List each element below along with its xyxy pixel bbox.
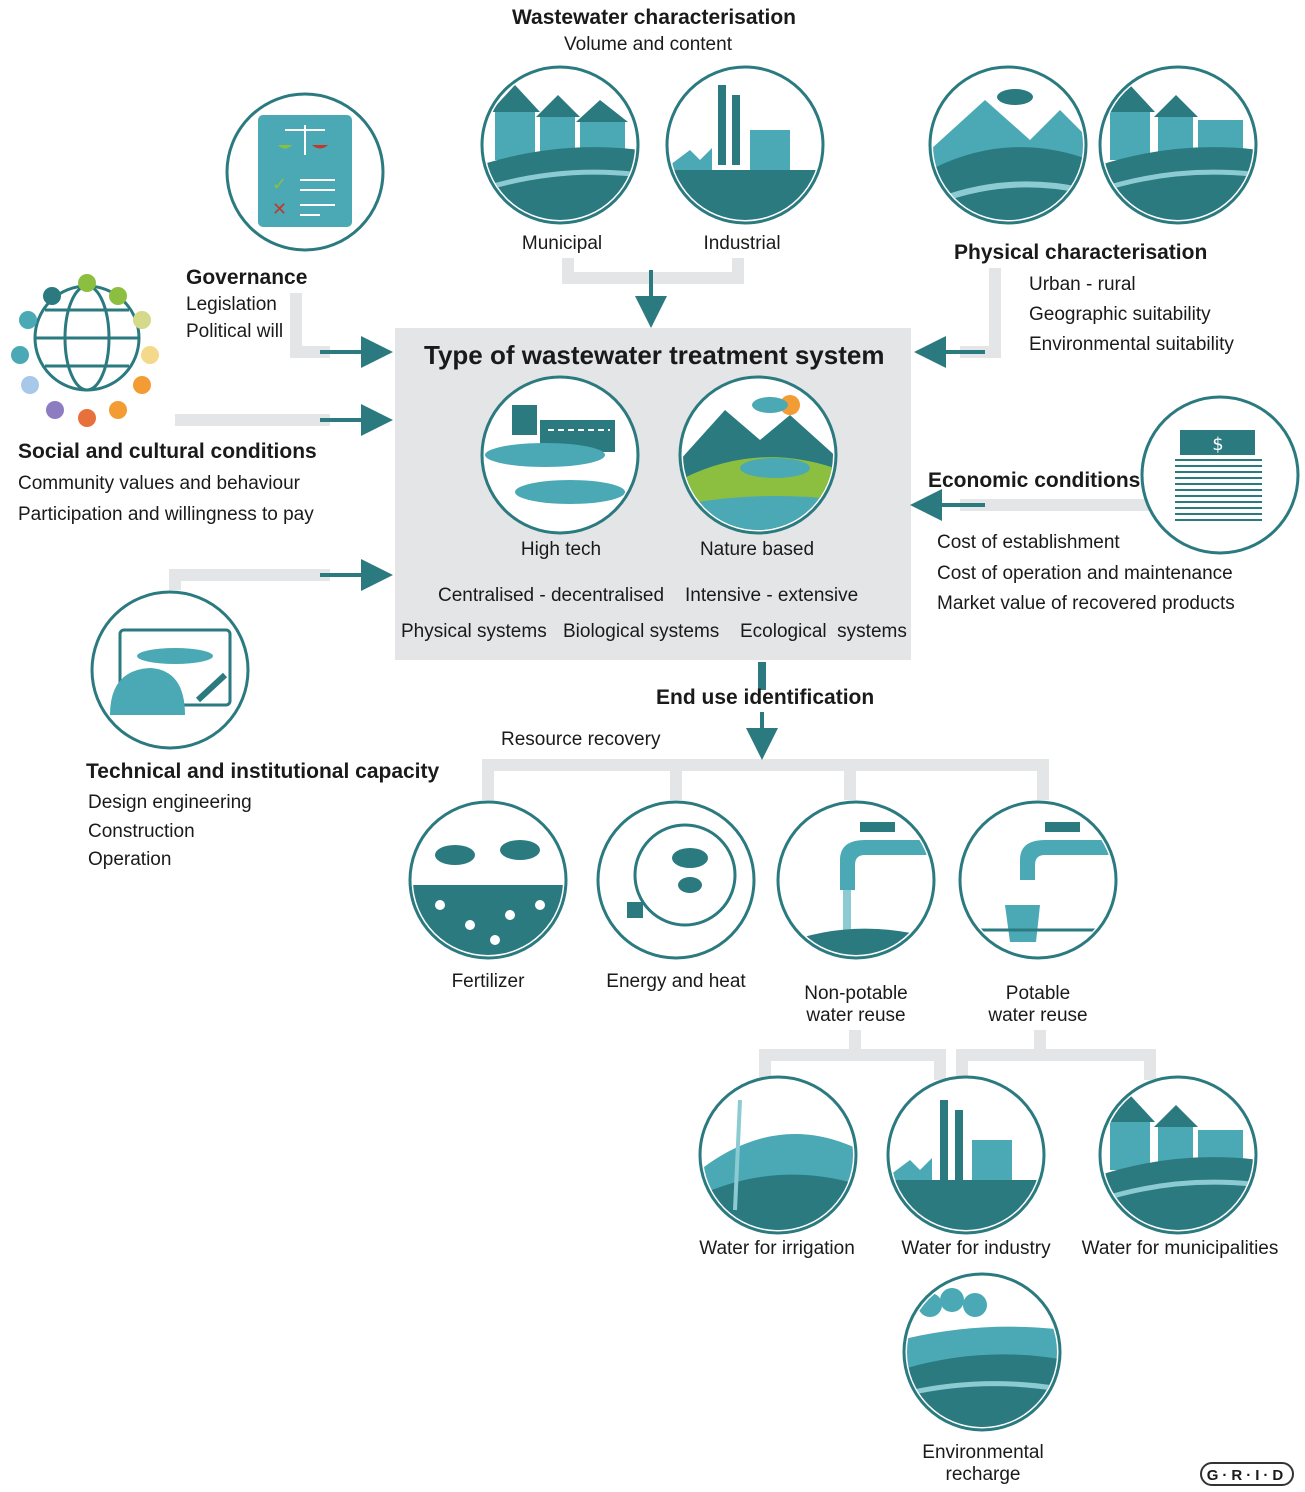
physical-item: Environmental suitability bbox=[1029, 334, 1234, 355]
recharge-circle bbox=[902, 1272, 1062, 1432]
potable-circle bbox=[958, 800, 1118, 960]
center-title: Type of wastewater treatment system bbox=[424, 340, 885, 370]
grid-logo: G·R·I·D bbox=[1200, 1462, 1294, 1486]
social-item: Participation and willingness to pay bbox=[18, 504, 314, 525]
municipal-label: Municipal bbox=[521, 233, 603, 254]
resource-recovery-label: Resource recovery bbox=[501, 729, 661, 750]
physical-item: Geographic suitability bbox=[1029, 304, 1211, 325]
globe-icon bbox=[11, 274, 159, 427]
svg-text:✕: ✕ bbox=[272, 199, 287, 220]
energy-circle bbox=[596, 800, 756, 960]
governance-title: Governance bbox=[186, 266, 308, 289]
biological-systems-label: Biological systems bbox=[563, 621, 720, 642]
ecological-systems-label: Ecological systems bbox=[740, 621, 907, 642]
industrial-label: Industrial bbox=[703, 233, 781, 254]
recharge-label: Environmental recharge bbox=[922, 1442, 1044, 1485]
fertilizer-label: Fertilizer bbox=[451, 971, 525, 992]
wastewater-subtitle: Volume and content bbox=[564, 34, 732, 55]
money-stack-icon: $ bbox=[1140, 395, 1300, 555]
wastewater-title: Wastewater characterisation bbox=[511, 6, 797, 29]
center-box bbox=[395, 328, 911, 660]
municipalities-circle bbox=[1098, 1075, 1258, 1235]
industry-label: Water for industry bbox=[901, 1238, 1051, 1259]
economic-item: Cost of establishment bbox=[937, 532, 1120, 553]
governance-circle: ✓ ✕ bbox=[225, 92, 385, 252]
municipalities-label: Water for municipalities bbox=[1081, 1238, 1279, 1259]
social-title: Social and cultural conditions bbox=[18, 440, 317, 463]
end-use-title: End use identification bbox=[656, 686, 875, 709]
non-potable-circle bbox=[776, 800, 936, 960]
irrigation-circle bbox=[698, 1075, 858, 1235]
technical-title: Technical and institutional capacity bbox=[86, 760, 440, 783]
social-item: Community values and behaviour bbox=[18, 473, 300, 494]
non-potable-label: Non-potable water reuse bbox=[804, 983, 908, 1026]
engineering-circle bbox=[90, 590, 250, 750]
governance-item: Legislation bbox=[186, 294, 277, 315]
high-tech-circle bbox=[480, 375, 640, 535]
potable-label: Potable water reuse bbox=[988, 983, 1088, 1026]
high-tech-label: High tech bbox=[520, 539, 602, 560]
urban-circle bbox=[1098, 65, 1258, 225]
physical-title: Physical characterisation bbox=[954, 241, 1208, 264]
physical-item: Urban - rural bbox=[1029, 274, 1136, 295]
svg-text:✓: ✓ bbox=[272, 174, 287, 195]
physical-systems-label: Physical systems bbox=[401, 621, 547, 642]
economic-item: Cost of operation and maintenance bbox=[937, 563, 1233, 584]
technical-item: Construction bbox=[88, 821, 195, 842]
economic-item: Market value of recovered products bbox=[937, 593, 1235, 614]
economic-title: Economic conditions bbox=[928, 469, 1141, 492]
fertilizer-circle bbox=[408, 800, 568, 960]
technical-item: Design engineering bbox=[88, 792, 252, 813]
centralised-label: Centralised - decentralised bbox=[438, 585, 665, 606]
landscape-circle bbox=[928, 65, 1088, 225]
energy-label: Energy and heat bbox=[606, 971, 746, 992]
governance-item: Political will bbox=[186, 321, 284, 342]
irrigation-label: Water for irrigation bbox=[699, 1238, 855, 1259]
municipal-circle bbox=[480, 65, 640, 225]
industrial-circle bbox=[665, 65, 825, 225]
industry-circle bbox=[886, 1075, 1046, 1235]
technical-item: Operation bbox=[88, 849, 172, 870]
nature-based-label: Nature based bbox=[699, 539, 815, 560]
intensive-label: Intensive - extensive bbox=[685, 585, 859, 606]
connectors bbox=[169, 258, 1180, 1080]
svg-text:$: $ bbox=[1212, 434, 1223, 455]
